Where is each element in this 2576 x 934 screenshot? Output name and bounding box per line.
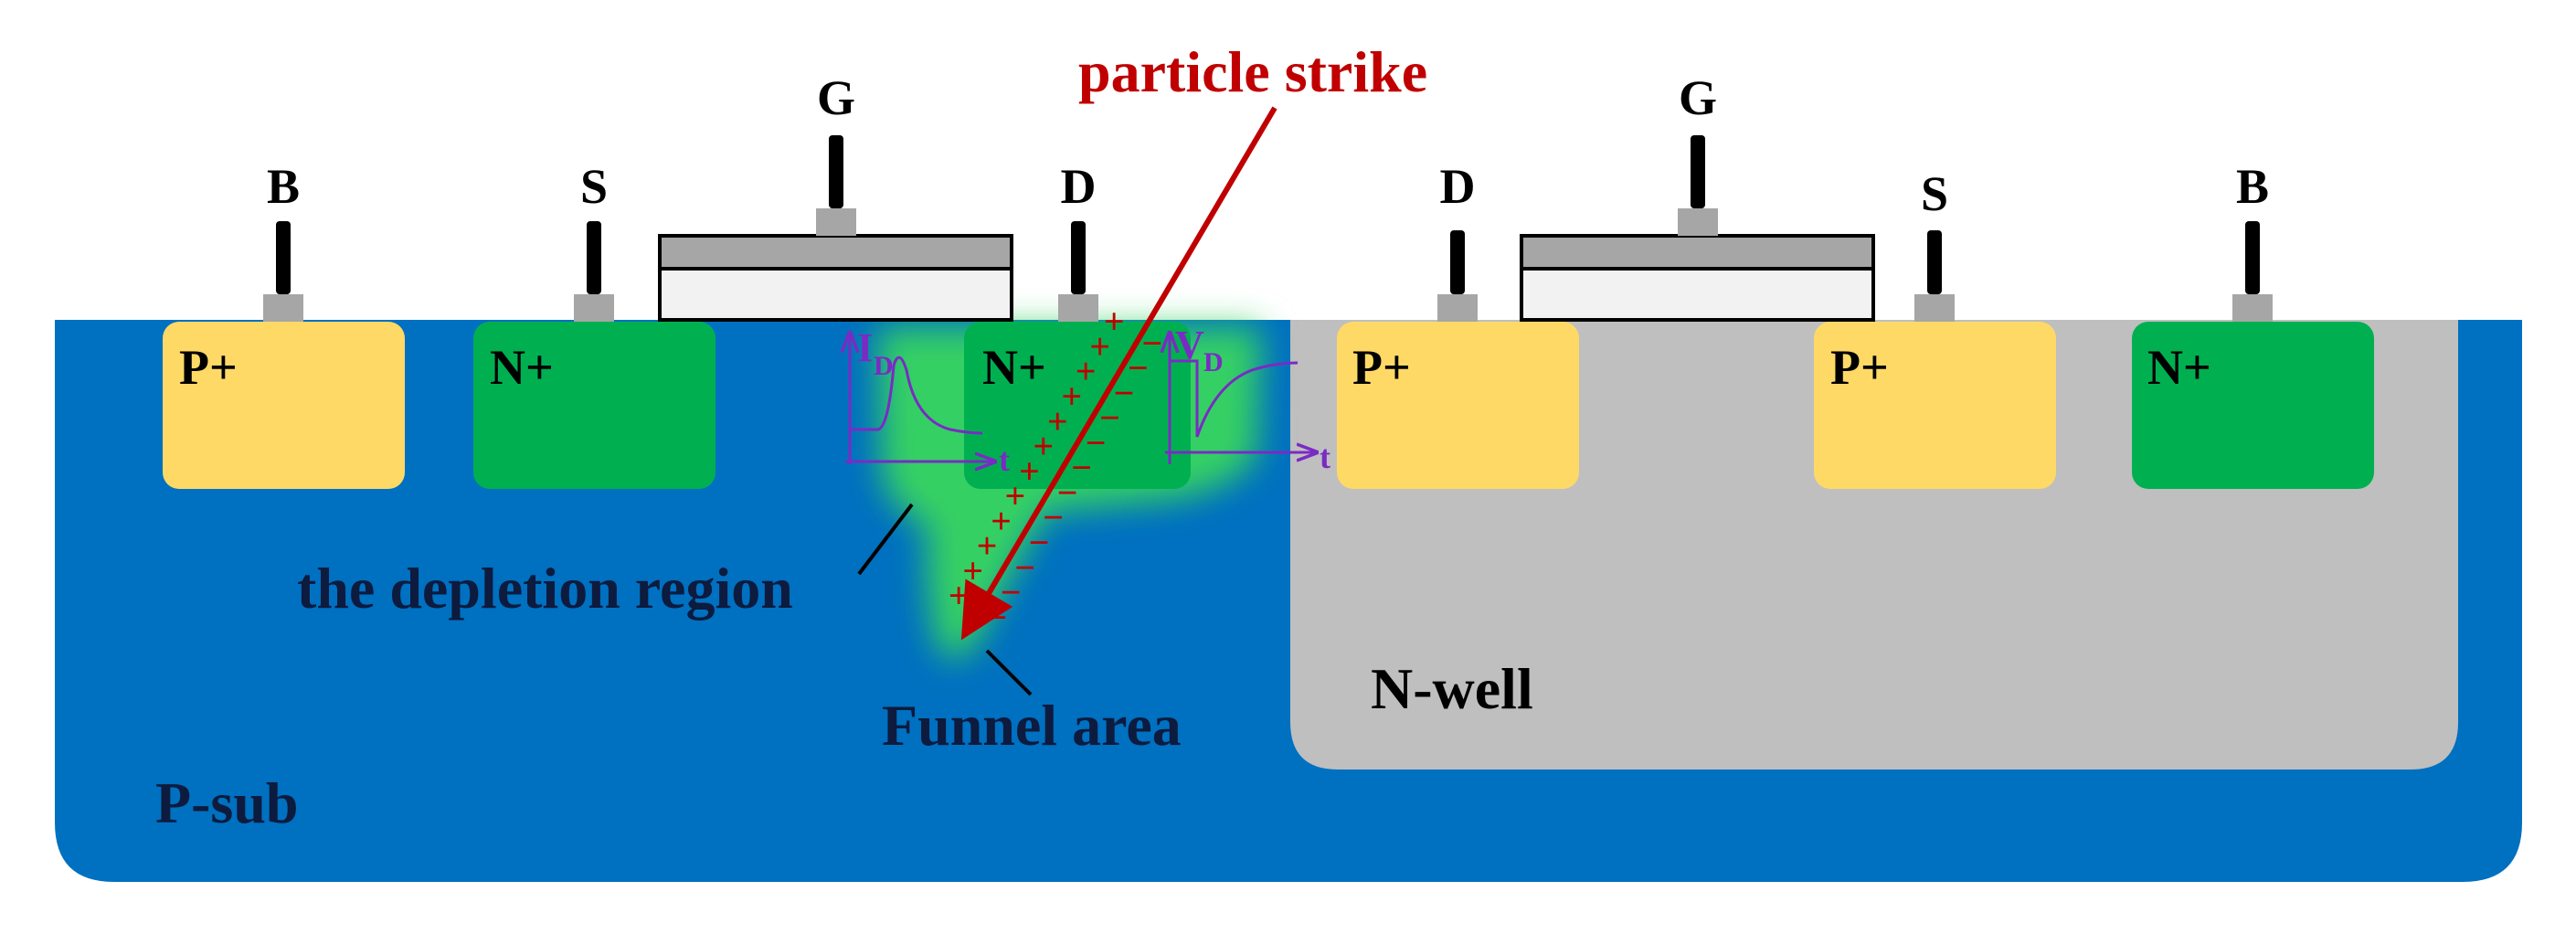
negative-charge: − (1029, 522, 1050, 563)
pmos-s-label: S (1921, 166, 1948, 221)
pmos-d-contact (1437, 294, 1478, 322)
positive-charge: + (1104, 301, 1125, 342)
positive-charge: + (949, 575, 970, 616)
depletion-leader-line (857, 503, 914, 576)
positive-charge: + (1047, 400, 1068, 441)
vd-waveform-y-subscript: D (1203, 347, 1224, 377)
pmos-drain-p-plus (1337, 322, 1579, 489)
particle-strike-arrow (960, 106, 1277, 641)
negative-charge: − (1099, 398, 1120, 439)
nmos-source-region-label: N+ (490, 340, 554, 395)
positive-charge: + (1019, 451, 1040, 492)
pmos-g-lead (1691, 135, 1705, 208)
pmos-d-lead (1450, 230, 1465, 294)
negative-charge: − (1014, 547, 1035, 588)
vd-waveform-x-label: t (1320, 439, 1330, 475)
nmos-drain-n-plus (964, 322, 1191, 489)
negative-charge: − (1086, 422, 1107, 463)
nmos-g-label: G (817, 70, 855, 125)
nmos-g-lead (829, 135, 843, 208)
contacts-and-leads (263, 135, 2273, 322)
id-waveform (845, 334, 994, 464)
positive-charge: + (977, 525, 998, 567)
negative-charge: − (1142, 323, 1163, 364)
p-sub-label: P-sub (155, 770, 299, 835)
funnel-area-label: Funnel area (882, 693, 1182, 758)
nmos-b-label: B (267, 159, 300, 214)
pmos-drain-region-label: P+ (1352, 340, 1411, 395)
id-waveform-x-label: t (999, 441, 1010, 478)
nmos-s-lead (587, 221, 601, 294)
generated-charge-pairs: +−+−+−+−+−+−+−+−+−+−+−+− (949, 301, 1163, 638)
nmos-gate (658, 234, 1013, 322)
pmos-s-contact (1914, 294, 1955, 322)
positive-charge: + (991, 500, 1012, 541)
positive-charge: + (1076, 351, 1097, 392)
negative-charge: − (987, 597, 1008, 638)
pmos-d-label: D (1440, 159, 1476, 214)
vd-waveform (1165, 334, 1316, 464)
positive-charge: + (1089, 325, 1110, 366)
negative-charge: − (1128, 347, 1149, 388)
negative-charge: − (1114, 372, 1135, 413)
negative-charge: − (1057, 472, 1078, 514)
nmos-body-p-plus (163, 322, 405, 489)
pmos-body-region-label: N+ (2147, 340, 2211, 395)
id-waveform-y-subscript: D (874, 351, 894, 381)
nmos-g-contact (816, 208, 856, 236)
positive-charge: + (1005, 475, 1026, 516)
nmos-s-label: S (580, 159, 608, 214)
pmos-s-lead (1927, 230, 1942, 294)
pmos-body-n-plus (2132, 322, 2374, 489)
pmos-source-region-label: P+ (1830, 340, 1889, 395)
negative-charge: − (1043, 497, 1064, 538)
pmos-b-contact (2232, 294, 2273, 322)
positive-charge: + (1061, 376, 1082, 417)
nmos-s-contact (574, 294, 614, 322)
nmos-source-n-plus (473, 322, 716, 489)
nmos-body-region-label: P+ (179, 340, 238, 395)
id-waveform-pulse (850, 356, 983, 435)
nmos-b-lead (276, 221, 291, 294)
funnel-leader-line (985, 649, 1033, 696)
pmos-b-label: B (2236, 159, 2269, 214)
n-well-label: N-well (1371, 656, 1533, 721)
depletion-region-label: the depletion region (297, 556, 793, 621)
nmos-d-label: D (1061, 159, 1097, 214)
pmos-b-lead (2245, 221, 2260, 294)
pmos-g-label: G (1679, 70, 1717, 125)
pmos-gate (1520, 234, 1875, 322)
vd-waveform-pulse (1170, 359, 1299, 438)
particle-strike-label: particle strike (1078, 39, 1427, 104)
pmos-g-contact (1678, 208, 1718, 236)
negative-charge: − (1071, 447, 1092, 488)
vd-waveform-y-label: V (1175, 323, 1204, 367)
pmos-source-p-plus (1814, 322, 2056, 489)
nmos-d-contact (1058, 294, 1098, 322)
nmos-b-contact (263, 294, 303, 322)
id-waveform-y-label: I (857, 325, 873, 370)
nmos-drain-region-label: N+ (982, 340, 1046, 395)
positive-charge: + (1033, 426, 1054, 467)
nmos-d-lead (1071, 221, 1086, 294)
